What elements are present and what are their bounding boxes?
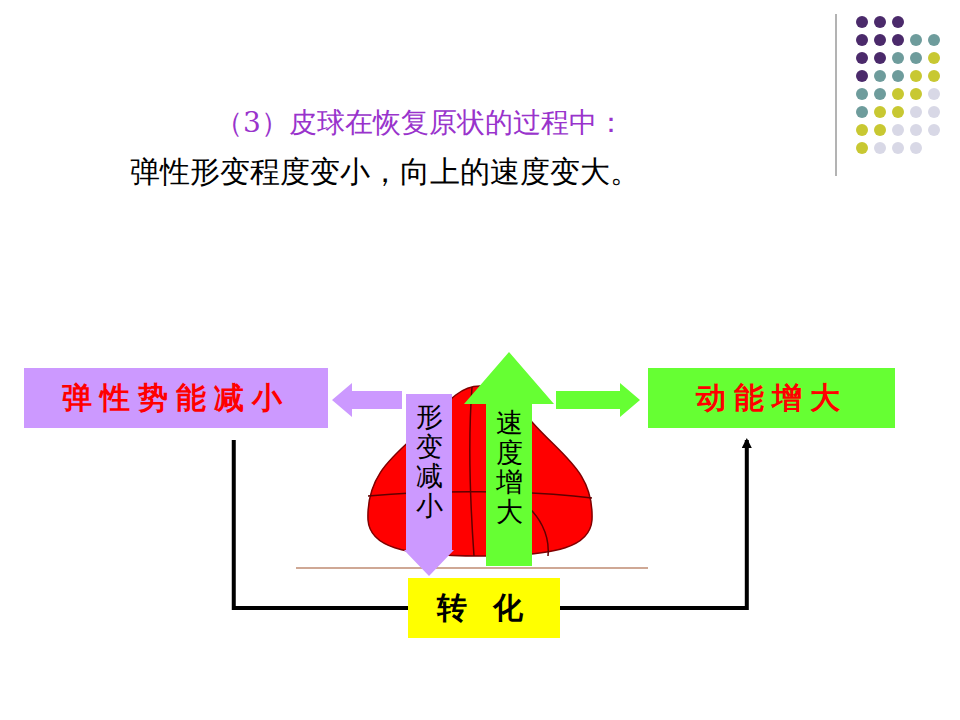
ground-line [296,567,648,568]
divider-line [835,14,837,176]
dot [892,52,904,64]
dot [928,34,940,46]
arrow-node: 形变减小 [404,394,454,576]
dot [874,16,886,28]
node-label: 形变减小 [416,402,443,521]
dot [910,124,922,136]
energy-box: 弹性势能减小 [24,368,328,428]
dot [856,16,868,28]
node-label: 速度增大 [496,408,523,527]
title: （3）皮球在恢复原状的过程中： [215,104,625,142]
dot [874,88,886,100]
dot [892,34,904,46]
dot [892,70,904,82]
connector [234,440,408,608]
dot [874,34,886,46]
dot [856,34,868,46]
node-label: 动能增大 [696,378,848,419]
dot [910,88,922,100]
dot [910,142,922,154]
dot [910,106,922,118]
dot-grid [856,16,940,154]
dot [856,70,868,82]
dot [856,52,868,64]
dot [928,88,940,100]
node-label: 弹性势能减小 [62,378,290,419]
dot [892,124,904,136]
dot [856,124,868,136]
arrow-fill [404,394,454,576]
dot [856,106,868,118]
dot [856,142,868,154]
subtitle-note: 弹性形变程度变小，向上的速度变大。 [130,152,640,193]
dot [892,142,904,154]
dot [874,52,886,64]
ball [368,386,592,556]
dot [910,52,922,64]
arrow-fill [464,352,554,566]
connector [332,383,402,417]
dot [874,142,886,154]
dot [892,88,904,100]
ball-seam [368,492,592,498]
dot [928,70,940,82]
dot [928,124,940,136]
connector [556,383,640,417]
dot [910,34,922,46]
ball-body [368,386,592,556]
node-label: 转 化 [437,588,531,629]
arrow-node: 速度增大 [464,352,554,566]
dot [892,106,904,118]
connector [560,440,747,608]
dot [874,70,886,82]
ball-seam [470,387,474,556]
dot [928,106,940,118]
dot [856,88,868,100]
dot [892,16,904,28]
dot [910,70,922,82]
dot [874,106,886,118]
dot [928,52,940,64]
dot [874,124,886,136]
energy-box: 动能增大 [648,368,895,428]
transform-box: 转 化 [408,578,560,638]
